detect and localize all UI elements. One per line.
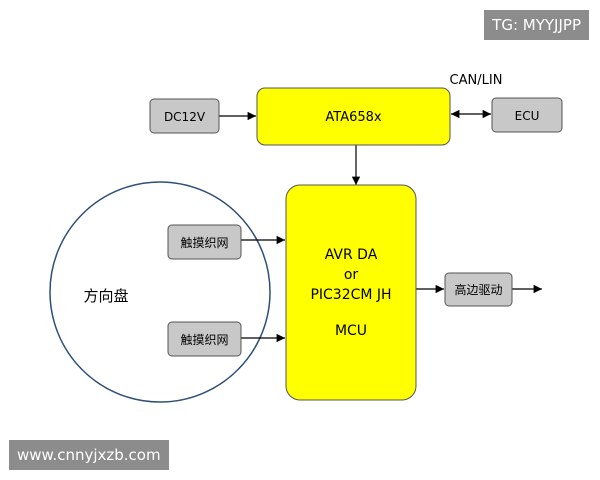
driver-block (444, 272, 513, 307)
ecu-block (491, 97, 563, 133)
ata-label: ATA658x (325, 110, 382, 125)
mcu-label-line-5: MCU (335, 323, 367, 339)
sensor-block-2 (167, 321, 242, 357)
sensor-label-1: 触摸织网 (180, 236, 228, 250)
dc-label: DC12V (164, 110, 206, 124)
watermark-top: TG: MYYJJPP (484, 10, 589, 40)
mcu-label-line-1: AVR DA (325, 247, 378, 263)
dc-block (149, 98, 220, 134)
driver-label: 高边驱动 (454, 282, 502, 297)
sensor-block-1 (167, 224, 242, 260)
sensor-label-2: 触摸织网 (180, 333, 228, 347)
ata-block (256, 87, 451, 146)
bus-label: CAN/LIN (450, 73, 503, 88)
steering-wheel-circle (49, 181, 271, 403)
wheel-label: 方向盘 (83, 287, 128, 305)
mcu-label-line-2: or (344, 267, 359, 283)
mcu-label-line-3: PIC32CM JH (310, 287, 391, 303)
ecu-label: ECU (515, 109, 540, 123)
mcu-block (285, 184, 417, 401)
watermark-bottom: www.cnnyjxzb.com (9, 440, 169, 470)
